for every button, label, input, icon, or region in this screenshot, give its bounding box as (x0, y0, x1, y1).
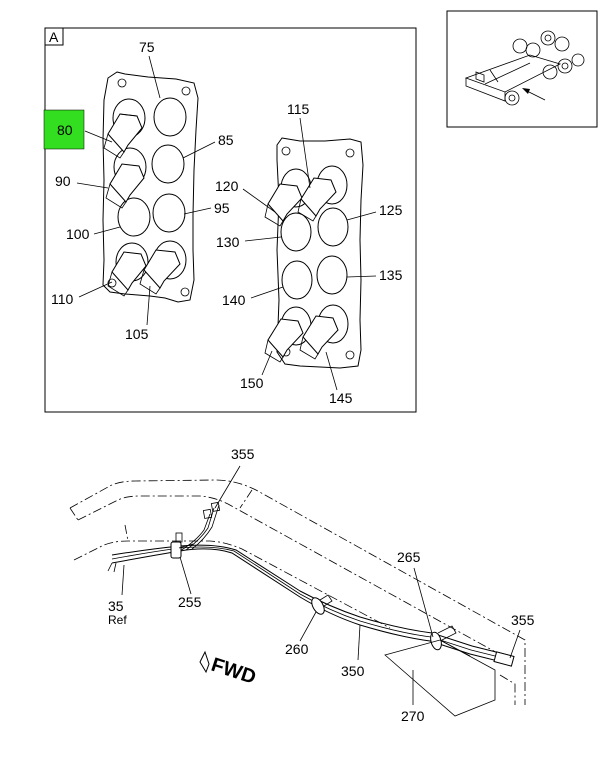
callout-35-ref: Ref (108, 613, 127, 627)
plate-hole-125 (317, 207, 349, 247)
callout-145: 145 (329, 390, 353, 406)
callout-35: 35 (108, 598, 124, 614)
plate-hole-135 (316, 255, 348, 295)
locator-frame (446, 10, 598, 128)
callout-150: 150 (240, 375, 264, 391)
truck-chassis-icon (464, 30, 585, 106)
plate-hole-130 (280, 212, 312, 252)
grommet-105 (139, 249, 181, 295)
grommet-145 (299, 315, 339, 360)
main-view: 355 35 Ref 255 260 350 265 355 270 FWD (69, 446, 535, 724)
clip-255 (170, 532, 194, 559)
fwd-arrow-icon (199, 650, 210, 674)
callout-75: 75 (139, 39, 155, 55)
fwd-indicator: FWD (199, 650, 259, 689)
grommet-80 (103, 113, 143, 159)
detail-leader-lines (76, 55, 377, 391)
mounting-hole (180, 287, 190, 297)
view-tag-box (44, 27, 64, 46)
clip-265 (430, 625, 457, 651)
view-tag: A (49, 29, 59, 45)
locator-view (446, 10, 598, 128)
callout-135: 135 (379, 267, 403, 283)
callout-355-top: 355 (231, 446, 255, 462)
callout-105: 105 (125, 326, 149, 342)
detail-view-frame (44, 27, 417, 413)
callout-265: 265 (397, 549, 421, 565)
mounting-hole (345, 148, 355, 158)
frame-rail (69, 479, 526, 705)
fwd-label: FWD (208, 654, 258, 689)
mounting-hole (281, 146, 291, 156)
grommet-150 (264, 318, 304, 363)
plate-hole-100 (117, 197, 151, 237)
location-arrow-icon (522, 88, 546, 101)
main-leader-lines (121, 465, 521, 705)
wiring-harness-350 (107, 501, 513, 665)
left-grommet-plate (102, 71, 199, 303)
callout-350: 350 (341, 663, 365, 679)
detail-view-a: A (43, 27, 417, 413)
callout-80: 80 (57, 122, 73, 138)
mounting-hole (181, 86, 191, 96)
callout-140: 140 (222, 292, 246, 308)
callout-270: 270 (401, 708, 425, 724)
callout-125: 125 (379, 202, 403, 218)
callout-90: 90 (55, 173, 71, 189)
highlight-box-80 (43, 109, 85, 150)
connector-355 (493, 651, 515, 667)
callout-115: 115 (287, 101, 310, 117)
callout-255: 255 (178, 594, 202, 610)
callout-120: 120 (215, 178, 239, 194)
mounting-hole (345, 350, 355, 360)
plate-hole-85 (151, 144, 185, 184)
callout-260: 260 (285, 641, 309, 657)
clip-260 (311, 594, 333, 615)
plate-hole-75 (153, 97, 187, 137)
mounting-hole (117, 78, 127, 88)
callout-110: 110 (51, 291, 74, 307)
cover-270 (384, 639, 496, 717)
plate-hole-140 (281, 260, 313, 300)
callout-130: 130 (216, 234, 240, 250)
callout-85: 85 (218, 132, 234, 148)
callout-95: 95 (214, 200, 230, 216)
mounting-hole (107, 278, 117, 288)
right-grommet-plate (264, 137, 364, 369)
callout-355-right: 355 (511, 612, 535, 628)
plate-hole-95 (152, 193, 186, 233)
callout-100: 100 (66, 226, 90, 242)
grommet-90 (105, 163, 145, 209)
